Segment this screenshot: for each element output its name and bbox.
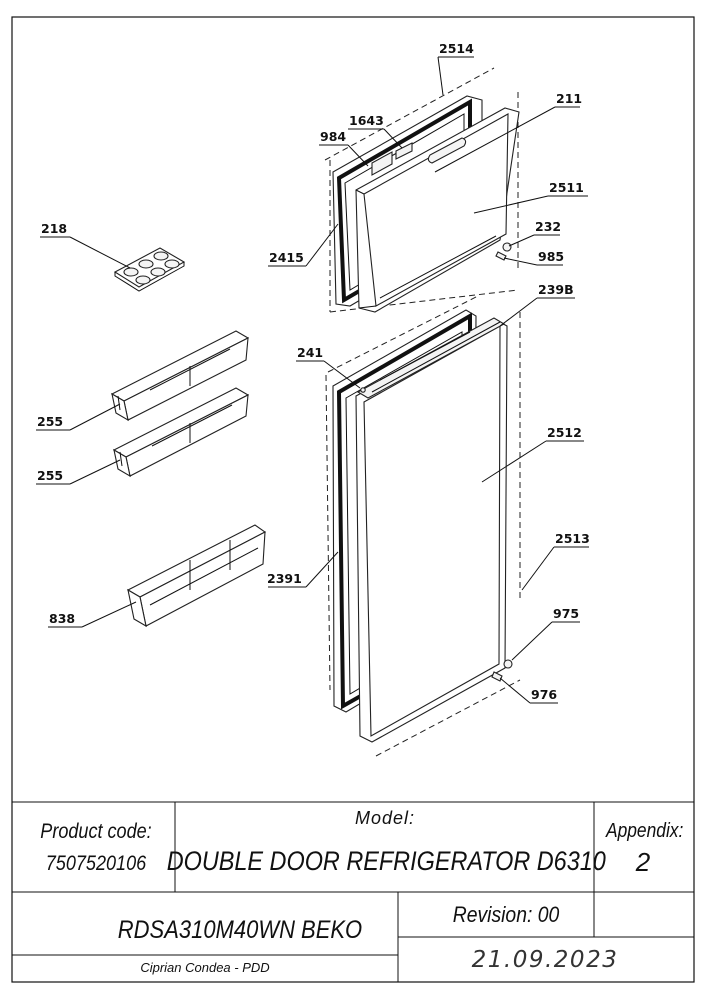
callout-975: 975	[553, 606, 579, 621]
model-label: Model:	[355, 808, 415, 828]
bottle-shelf-838	[126, 524, 267, 628]
leader-lines	[36, 56, 589, 704]
callout-2512: 2512	[547, 425, 582, 440]
callout-2514: 2514	[439, 41, 474, 56]
callout-218: 218	[41, 221, 67, 236]
callout-1643: 1643	[349, 113, 384, 128]
callout-976: 976	[531, 687, 557, 702]
callout-2513: 2513	[555, 531, 590, 546]
rating-label-984	[371, 151, 393, 176]
date: 21.09.2023	[472, 947, 619, 973]
callout-241: 241	[297, 345, 323, 360]
callout-labels: 2514 211 1643 984 2511 232 985 2415 218 …	[37, 41, 590, 702]
egg-tray-218	[113, 247, 186, 292]
callout-985: 985	[538, 249, 564, 264]
callout-838: 838	[49, 611, 75, 626]
callout-984: 984	[320, 129, 346, 144]
appendix-label: Appendix:	[605, 819, 683, 841]
model-code: RDSA310M40WN BEKO	[118, 916, 362, 944]
door-shelf-255-lower	[112, 387, 250, 478]
callout-255-lower: 255	[37, 468, 63, 483]
fridge-door-panel-2512	[355, 317, 508, 743]
hinge-bush-975	[503, 659, 513, 669]
revision: Revision: 00	[453, 903, 560, 927]
callout-232: 232	[535, 219, 561, 234]
callout-2391: 2391	[267, 571, 302, 586]
product-code-value: 7507520106	[46, 852, 147, 876]
label-1643	[395, 142, 413, 160]
callout-239b: 239B	[538, 282, 574, 297]
appendix-value: 2	[635, 847, 651, 877]
hinge-bush-232	[502, 242, 512, 252]
callout-2511: 2511	[549, 180, 584, 195]
product-code-label: Product code:	[40, 820, 151, 844]
callout-2415: 2415	[269, 250, 304, 265]
fridge-door-group	[325, 295, 521, 757]
author: Ciprian Condea - PDD	[140, 960, 269, 975]
model-value: DOUBLE DOOR REFRIGERATOR D6310	[167, 847, 606, 877]
hinge-pin-985	[495, 251, 507, 261]
callout-211: 211	[556, 91, 582, 106]
callout-255-upper: 255	[37, 414, 63, 429]
freezer-door-panel-2511	[355, 107, 520, 313]
drawing-frame	[11, 16, 695, 983]
freezer-door-group	[324, 67, 520, 313]
title-block: Product code: 7507520106 Model: DOUBLE D…	[12, 801, 694, 982]
hinge-pin-976	[491, 671, 503, 682]
